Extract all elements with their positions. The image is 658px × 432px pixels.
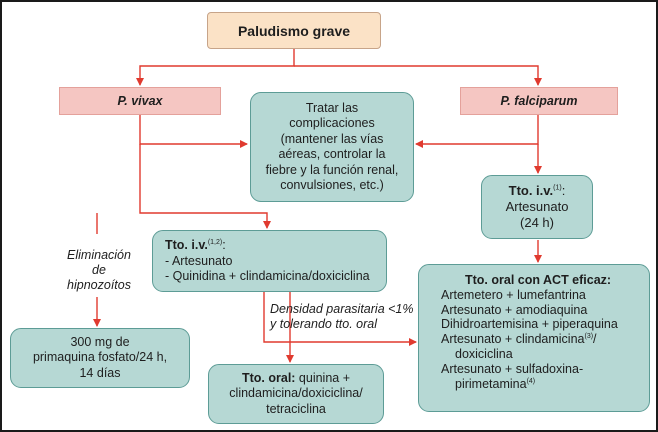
connector-root-to-vivax [136, 48, 295, 86]
oral-title: Tto. oral: [241, 370, 296, 385]
oral-line-2: clindamicina/doxiciclina/ [229, 386, 363, 401]
vivax-label: P. vivax [117, 94, 163, 108]
falciparum-label: P. falciparum [500, 94, 578, 108]
root-node: Paludismo grave [207, 12, 381, 49]
act-line-4-end: / [593, 332, 597, 347]
act-line-4-sup: (3) [584, 333, 594, 341]
connector-falciparum-to-complications [415, 114, 539, 148]
oral-line-1: Tto. oral: quinina + [242, 371, 350, 387]
iv-vivax-item-2: - Quinidina + clindamicina/doxiciclina [165, 269, 370, 283]
connector-vivax-to-complications [139, 114, 248, 148]
iv-vivax-title: Tto. i.v. [165, 238, 208, 252]
act-title: Tto. oral con ACT eficaz: [465, 273, 612, 287]
iv-falciparum-sup: (1) [553, 184, 562, 192]
iv-falciparum-title: Tto. i.v. [508, 183, 554, 198]
iv-falciparum-colon: : [561, 183, 566, 198]
act-line-3: Dihidroartemisina + piperaquina [441, 317, 618, 332]
complications-line-5: fiebre y la función renal, [265, 162, 399, 177]
parasite-line-2: y tolerando tto. oral [270, 317, 378, 331]
complications-line-2: complicaciones [289, 116, 375, 130]
root-label: Paludismo grave [237, 22, 351, 39]
iv-vivax-sup: (1,2) [207, 238, 223, 246]
primaquine-line-2: primaquina fosfato/24 h, [32, 350, 168, 365]
iv-falciparum-duration: (24 h) [520, 215, 554, 230]
iv-vivax-colon: : [222, 238, 226, 252]
hypnozoite-line-3: hipnozoítos [67, 278, 131, 292]
iv-falciparum-node: Tto. i.v.(1): Artesunato (24 h) [481, 175, 593, 239]
act-node: Tto. oral con ACT eficaz: Artemetero + l… [418, 264, 650, 412]
iv-vivax-node: Tto. i.v.(1,2): - Artesunato - Quinidina… [152, 230, 387, 292]
act-line-1: Artemetero + lumefantrina [441, 287, 586, 302]
act-line-7-text: pirimetamina [455, 376, 527, 391]
primaquine-line-3: 14 días [79, 365, 121, 380]
iv-vivax-item-1: - Artesunato [165, 253, 233, 268]
complications-line-6: convulsiones, etc.) [280, 178, 384, 192]
hypnozoite-line-2: de [92, 263, 106, 277]
primaquine-line-1: 300 mg de [70, 334, 130, 349]
hypnozoite-line-1: Eliminación [67, 248, 131, 262]
oral-line-1-rest: quinina + [295, 370, 351, 385]
complications-line-4: aéreas, controlar la [278, 147, 386, 161]
connector-root-to-falciparum [294, 65, 542, 86]
parasite-line-1: Densidad parasitaria <1% [270, 302, 414, 316]
act-line-7-sup: (4) [526, 377, 536, 385]
vivax-node: P. vivax [59, 87, 221, 115]
act-line-4: Artesunato + clindamicina(3)/ [441, 332, 649, 347]
oral-line-3: tetraciclina [266, 401, 326, 416]
falciparum-node: P. falciparum [460, 87, 618, 115]
iv-vivax-title-line: Tto. i.v.(1,2): [165, 238, 386, 254]
act-line-6: Artesunato + sulfadoxina- [441, 361, 584, 376]
connector-iv-vivax-to-act [263, 291, 417, 346]
primaquine-node: 300 mg de primaquina fosfato/24 h, 14 dí… [10, 328, 190, 388]
hypnozoite-label: Eliminación de hipnozoítos [59, 248, 139, 293]
iv-falciparum-title-line: Tto. i.v.(1): [509, 183, 566, 199]
iv-falciparum-drug: Artesunato [505, 199, 569, 214]
act-line-4-text: Artesunato + clindamicina [441, 332, 585, 347]
connector-vivax-to-iv [139, 144, 271, 229]
act-line-5: doxiciclina [455, 346, 513, 361]
act-line-2: Artesunato + amodiaquina [441, 302, 588, 317]
act-line-7: pirimetamina(4) [441, 377, 649, 392]
complications-line-1: Tratar las [305, 100, 359, 115]
parasite-density-label: Densidad parasitaria <1% y tolerando tto… [270, 302, 420, 332]
oral-node: Tto. oral: quinina + clindamicina/doxici… [208, 364, 384, 424]
complications-line-3: (mantener las vías [280, 131, 384, 146]
complications-node: Tratar las complicaciones (mantener las … [250, 92, 414, 202]
